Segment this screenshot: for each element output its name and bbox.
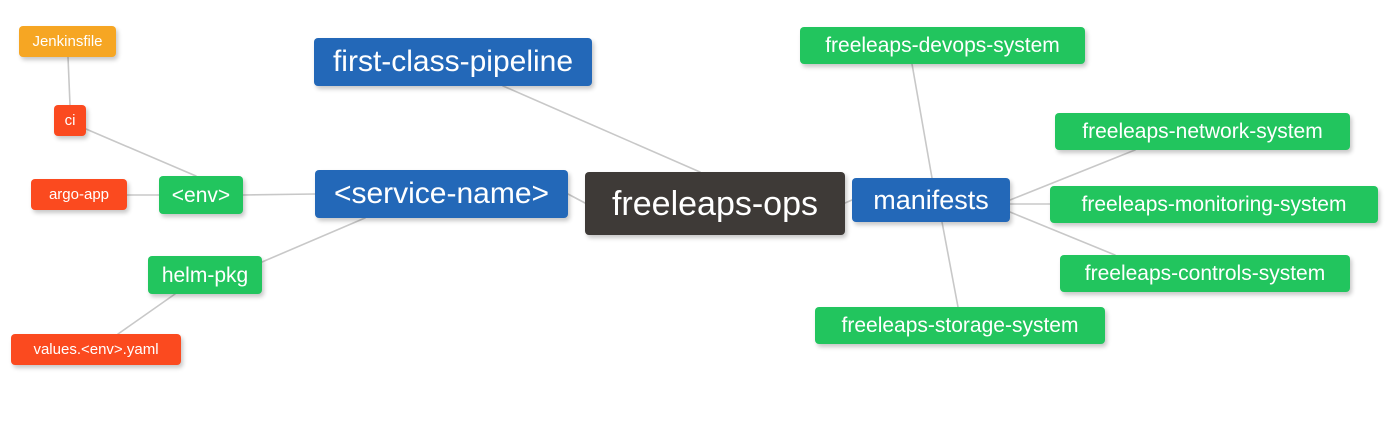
edge-ci-to-jenkinsfile [67,56,71,106]
edge-env-to-ci [85,128,197,177]
edge-service-name-to-env [242,193,316,196]
node-pipeline[interactable]: first-class-pipeline [314,38,592,86]
edge-service-name-to-helm-pkg [261,217,366,263]
node-argo-app[interactable]: argo-app [31,179,127,210]
node-service-name[interactable]: <service-name> [315,170,568,218]
node-manifests[interactable]: manifests [852,178,1010,222]
node-storage[interactable]: freeleaps-storage-system [815,307,1105,344]
edge-helm-pkg-to-values-yaml [117,293,176,335]
edge-manifests-to-devops [911,63,933,179]
node-devops[interactable]: freeleaps-devops-system [800,27,1085,64]
edge-freeleaps-ops-to-pipeline [502,85,701,173]
node-controls[interactable]: freeleaps-controls-system [1060,255,1350,292]
node-monitoring[interactable]: freeleaps-monitoring-system [1050,186,1378,223]
edge-manifests-to-storage [941,221,959,308]
node-env[interactable]: <env> [159,176,243,214]
node-helm-pkg[interactable]: helm-pkg [148,256,262,294]
node-freeleaps-ops[interactable]: freeleaps-ops [585,172,845,235]
node-jenkinsfile[interactable]: Jenkinsfile [19,26,116,57]
node-ci[interactable]: ci [54,105,86,136]
node-network[interactable]: freeleaps-network-system [1055,113,1350,150]
edge-freeleaps-ops-to-service-name [567,193,586,204]
node-values-yaml[interactable]: values.<env>.yaml [11,334,181,365]
edge-freeleaps-ops-to-manifests [844,199,853,204]
